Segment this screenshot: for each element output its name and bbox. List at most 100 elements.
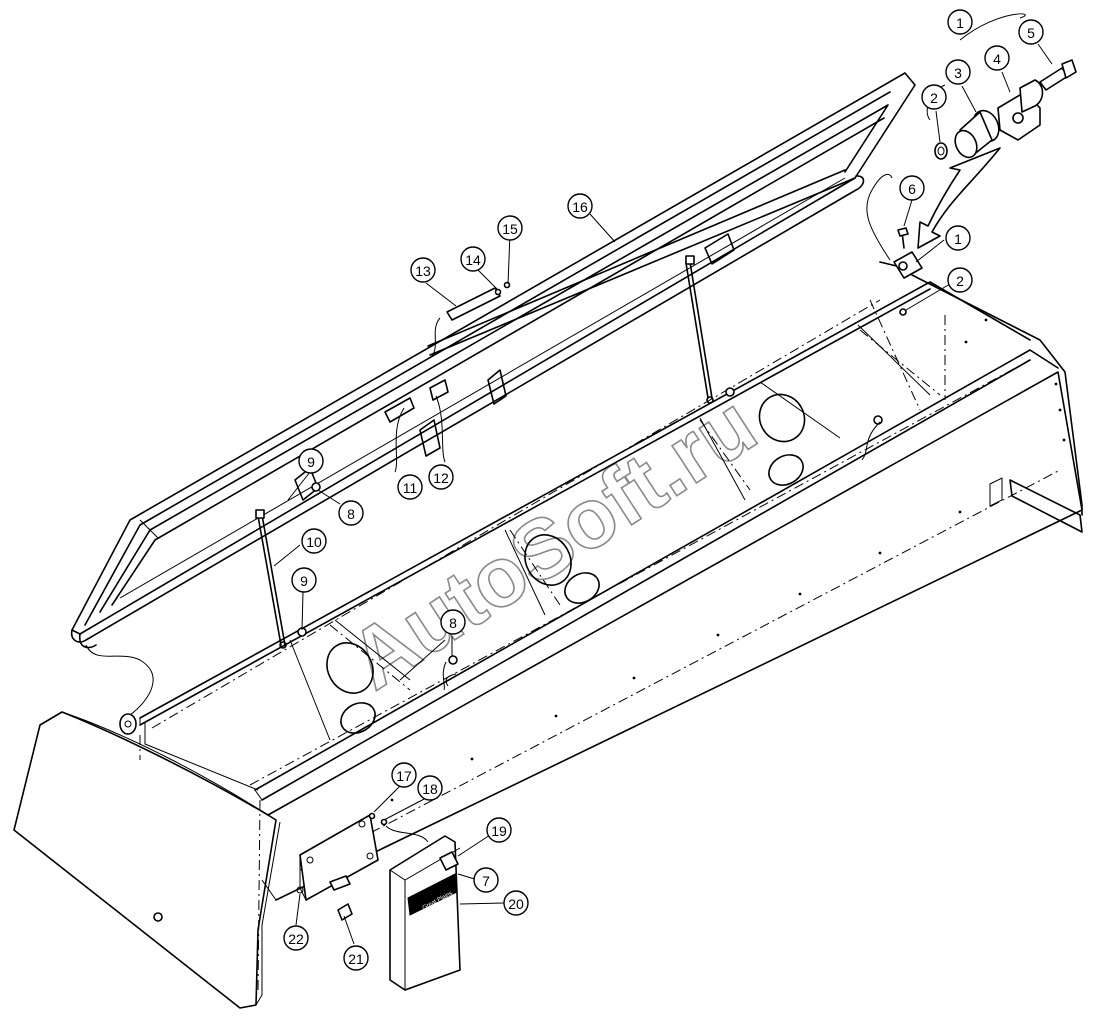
callout-number: 6 [908, 181, 916, 197]
callout-c5: 5 [1018, 19, 1044, 45]
callout-number: 9 [300, 573, 308, 589]
callout-c6: 6 [899, 175, 925, 201]
callout-circle [298, 448, 324, 474]
callout-circle [497, 215, 523, 241]
detail-arrow [917, 147, 1001, 249]
callout-c17: 17 [391, 762, 417, 788]
callout-c19: 19 [486, 817, 512, 843]
callout-circle [397, 474, 423, 500]
callout-c8a: 8 [338, 500, 364, 526]
callout-circle [410, 257, 436, 283]
panel-hole [153, 912, 163, 922]
callout-number: 22 [288, 931, 304, 947]
storage-box [389, 835, 461, 991]
callout-c2a: 2 [921, 84, 947, 110]
callout-number: 15 [502, 221, 518, 237]
callout-number: 21 [348, 951, 364, 967]
left-end-panel [13, 711, 277, 1009]
callout-number: 17 [396, 768, 412, 784]
callout-circle [473, 867, 499, 893]
hidden-lines [139, 299, 1061, 991]
callout-circle [567, 193, 593, 219]
callout-number: 19 [491, 823, 507, 839]
callout-number: 13 [415, 263, 431, 279]
callout-c1b: 1 [945, 225, 971, 251]
callout-circle [899, 175, 925, 201]
callout-number: 2 [956, 273, 964, 289]
callout-circle [440, 609, 466, 635]
callout-circle [503, 890, 529, 916]
callout-number: 8 [449, 615, 457, 631]
callout-circle [947, 267, 973, 293]
callout-circle [428, 464, 454, 490]
callout-number: 2 [930, 90, 938, 106]
callout-c9b: 9 [291, 567, 317, 593]
meter-cover-assembly: Great Plains [296, 812, 461, 991]
callout-circle [391, 762, 417, 788]
callout-circle [338, 500, 364, 526]
callout-c3: 3 [945, 59, 971, 85]
callout-c13: 13 [410, 257, 436, 283]
callout-c11: 11 [397, 474, 423, 500]
callout-c16: 16 [567, 193, 593, 219]
callout-c12: 12 [428, 464, 454, 490]
callout-number: 12 [433, 470, 449, 486]
callout-c14: 14 [460, 246, 486, 272]
hopper-body [13, 261, 1083, 1009]
callout-c22: 22 [283, 925, 309, 951]
callout-circle [945, 59, 971, 85]
callout-circle [417, 775, 443, 801]
callout-circle [947, 9, 973, 35]
callout-c15: 15 [497, 215, 523, 241]
callout-circle [486, 817, 512, 843]
callout-circle [343, 945, 369, 971]
right-gas-strut [689, 261, 713, 399]
hinge-detail [119, 59, 1077, 735]
callout-c20: 20 [503, 890, 529, 916]
callout-number: 7 [482, 873, 490, 889]
left-gas-strut [261, 514, 286, 646]
lid-handle [446, 287, 501, 321]
callout-circle [1018, 19, 1044, 45]
callout-c10: 10 [301, 528, 327, 554]
callout-c18: 18 [417, 775, 443, 801]
callout-circle [984, 45, 1010, 71]
callout-c8b: 8 [440, 609, 466, 635]
callout-number: 9 [307, 454, 315, 470]
callout-c9a: 9 [298, 448, 324, 474]
callout-circle [945, 225, 971, 251]
callout-number: 10 [306, 534, 322, 550]
callout-number: 1 [954, 231, 962, 247]
watermark-text: AutoSoft.ru [333, 377, 772, 707]
callout-circle [301, 528, 327, 554]
callout-c7: 7 [473, 867, 499, 893]
callout-number: 5 [1027, 25, 1035, 41]
callout-circle [460, 246, 486, 272]
meter-openings [326, 393, 806, 734]
callout-c4: 4 [984, 45, 1010, 71]
callout-number: 11 [403, 480, 418, 496]
callout-circle [283, 925, 309, 951]
cover-plate [299, 814, 379, 901]
assembly-leaders [85, 13, 1026, 843]
watermark: AutoSoft.ru [332, 376, 772, 708]
callout-circle [291, 567, 317, 593]
callout-c21: 21 [343, 945, 369, 971]
compartment-partitions [289, 324, 931, 741]
callout-number: 16 [572, 199, 588, 215]
front-rivets [390, 318, 1066, 802]
hopper-lid [70, 72, 916, 649]
callout-number: 8 [347, 506, 355, 522]
front-face [267, 371, 1083, 901]
callout-leaders [273, 43, 1053, 945]
right-end-panel [911, 274, 1083, 516]
callout-c2b: 2 [947, 267, 973, 293]
callout-circle [921, 84, 947, 110]
callout-number: 14 [465, 252, 481, 268]
callout-number: 18 [422, 781, 438, 797]
callout-number: 4 [993, 51, 1001, 67]
callout-number: 20 [508, 896, 524, 912]
callout-c1a: 1 [947, 9, 973, 35]
